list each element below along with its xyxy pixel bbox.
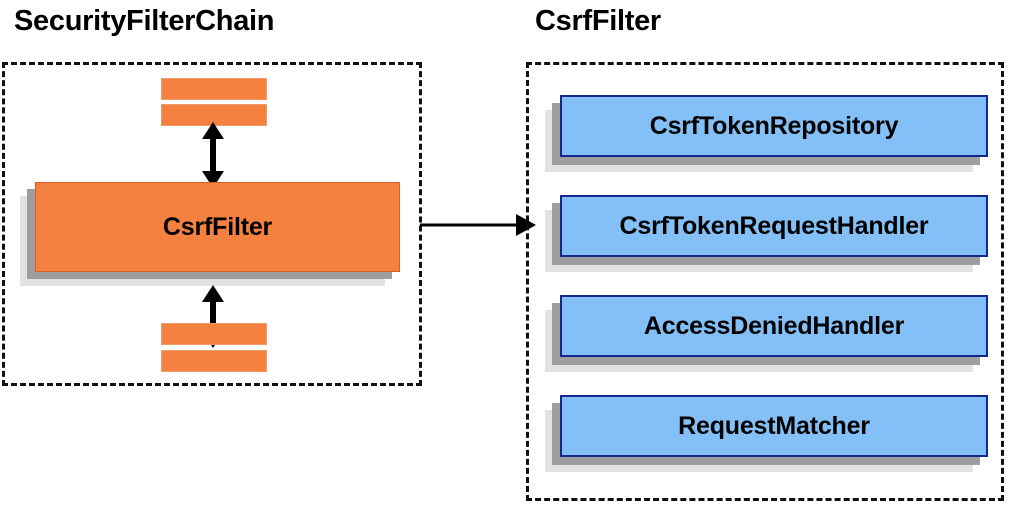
collaborator-access-denied-handler[interactable]: AccessDeniedHandler — [560, 295, 988, 357]
double-arrow-above-csrffilter — [202, 122, 224, 188]
csrffilter-component[interactable]: CsrfFilter — [35, 182, 400, 272]
collaborator-4-label: RequestMatcher — [678, 411, 870, 440]
collaborator-2-label: CsrfTokenRequestHandler — [619, 211, 929, 240]
page-title-security-filter-chain: SecurityFilterChain — [14, 5, 275, 37]
csrffilter-expansion-arrow — [420, 214, 536, 236]
collaborator-csrf-token-request-handler[interactable]: CsrfTokenRequestHandler — [560, 195, 988, 257]
collaborator-csrf-token-repository[interactable]: CsrfTokenRepository — [560, 95, 988, 157]
csrffilter-component-label: CsrfFilter — [162, 212, 273, 241]
csrf-filter-collaborators-panel — [526, 62, 1004, 501]
page-title-csrf-filter: CsrfFilter — [535, 5, 661, 37]
collaborator-3-label: AccessDeniedHandler — [643, 311, 905, 340]
collaborator-1-label: CsrfTokenRepository — [649, 111, 899, 140]
filter-bar-bottom-2 — [161, 350, 267, 372]
filter-bar-bottom-1 — [161, 323, 267, 345]
collaborator-request-matcher[interactable]: RequestMatcher — [560, 395, 988, 457]
filter-bar-top-1 — [161, 78, 267, 100]
